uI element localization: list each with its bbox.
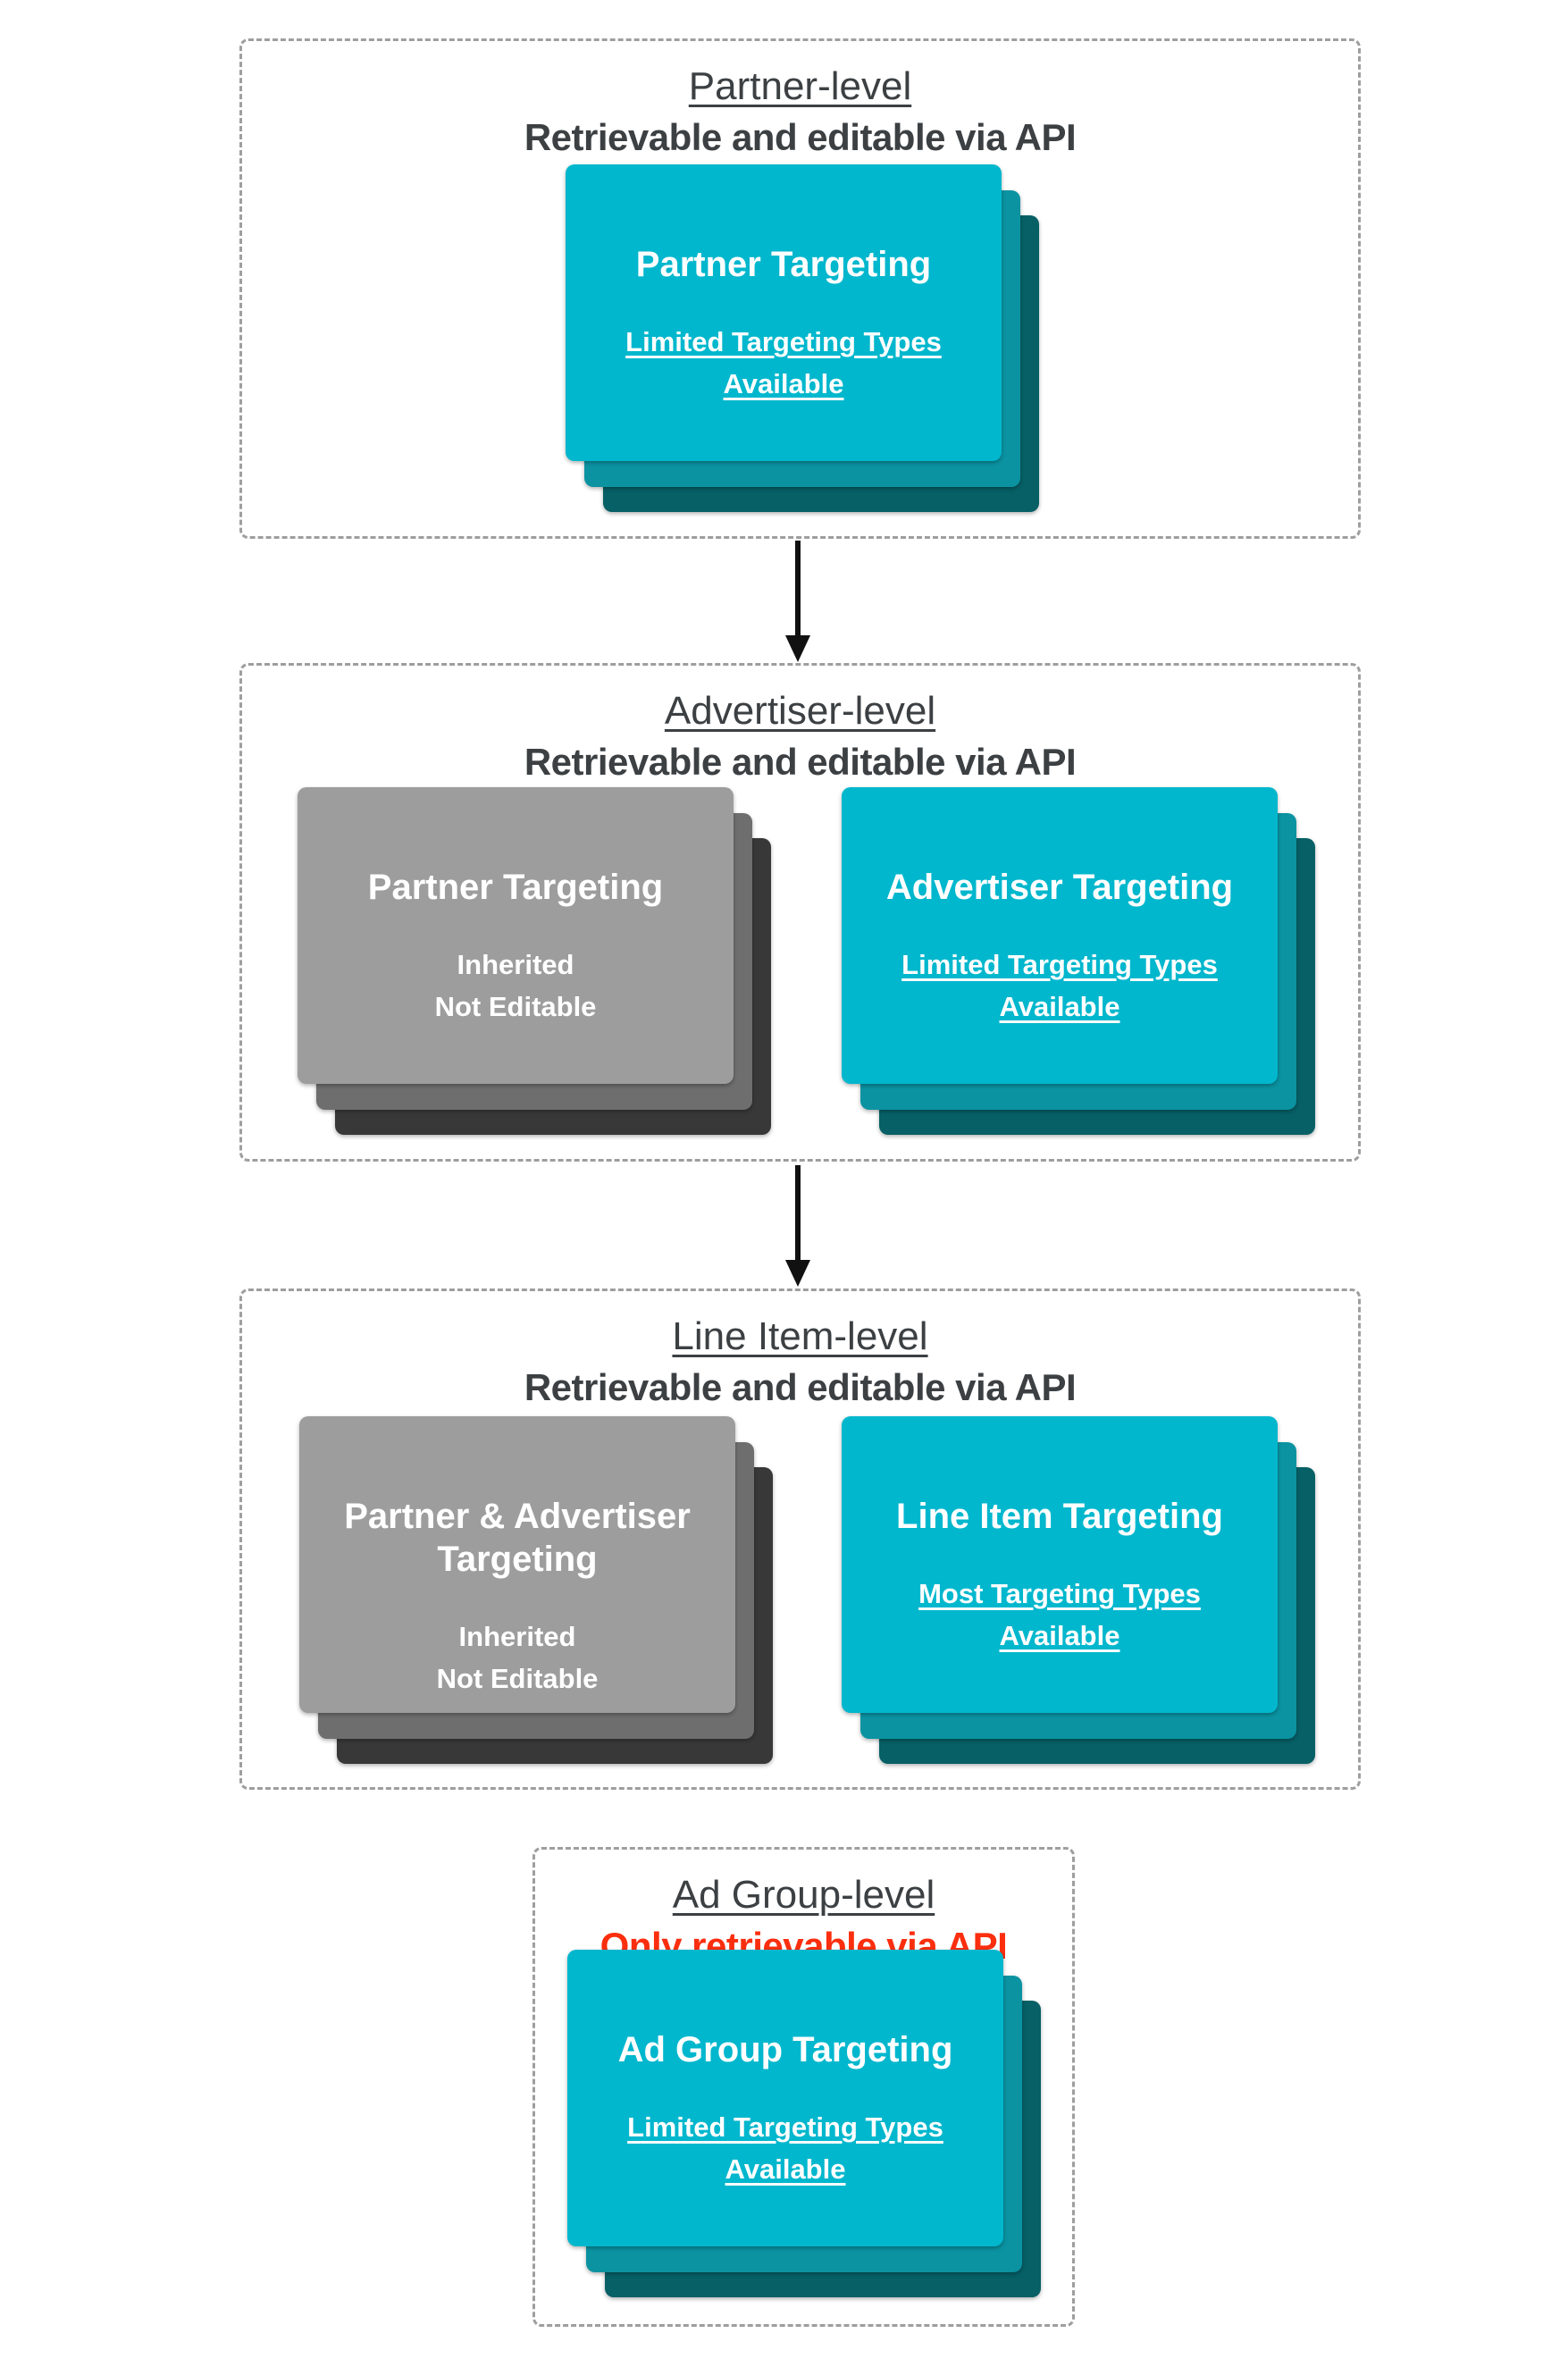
section-title: Line Item-level — [672, 1314, 928, 1358]
partner-level-section: Partner-level Retrievable and editable v… — [239, 38, 1361, 539]
arrow-head — [785, 1260, 810, 1287]
arrow-shaft — [795, 1165, 801, 1260]
card-subtitle-line2: Not Editable — [436, 1662, 599, 1694]
card-title: Line Item Targeting — [896, 1497, 1223, 1536]
card-subtitle-line1: Inherited — [457, 949, 574, 980]
card-subtitle: Inherited Not Editable — [437, 1616, 599, 1700]
card-title: Partner Targeting — [635, 245, 932, 284]
line-item-level-section: Line Item-level Retrievable and editable… — [239, 1288, 1361, 1790]
card-subtitle: Limited Targeting Types Available — [625, 326, 942, 399]
section-title: Advertiser-level — [664, 689, 936, 733]
card-title: Partner Targeting — [367, 868, 664, 907]
arrow-shaft — [795, 541, 801, 635]
partner-targeting-inherited-card: Partner Targeting Inherited Not Editable — [298, 787, 734, 1084]
advertiser-targeting-card-stack: Advertiser Targeting Limited Targeting T… — [842, 787, 1315, 1135]
card-title: Advertiser Targeting — [885, 868, 1234, 907]
card-title: Ad Group Targeting — [617, 2030, 953, 2069]
partner-advertiser-targeting-inherited-card: Partner & Advertiser Targeting Inherited… — [299, 1416, 735, 1713]
card-title: Partner & Advertiser Targeting — [344, 1497, 691, 1579]
card-subtitle: Most Targeting Types Available — [918, 1578, 1201, 1651]
section-subtitle: Retrievable and editable via API — [524, 115, 1077, 158]
inherited-partner-targeting-card-stack: Partner Targeting Inherited Not Editable — [298, 787, 771, 1135]
section-title: Partner-level — [688, 64, 912, 108]
card-subtitle: Limited Targeting Types Available — [627, 2111, 943, 2185]
line-item-targeting-card-stack: Line Item Targeting Most Targeting Types… — [842, 1416, 1315, 1764]
ad-group-targeting-card: Ad Group Targeting Limited Targeting Typ… — [567, 1950, 1003, 2246]
advertiser-targeting-card: Advertiser Targeting Limited Targeting T… — [842, 787, 1278, 1084]
arrow-head — [785, 635, 810, 662]
section-subtitle: Retrievable and editable via API — [524, 1365, 1077, 1408]
down-arrow-icon — [784, 541, 811, 662]
partner-targeting-card: Partner Targeting Limited Targeting Type… — [566, 164, 1002, 461]
ad-group-level-section: Ad Group-level Only retrievable via API … — [532, 1847, 1075, 2327]
down-arrow-icon — [784, 1165, 811, 1287]
advertiser-level-section: Advertiser-level Retrievable and editabl… — [239, 663, 1361, 1162]
ad-group-targeting-card-stack: Ad Group Targeting Limited Targeting Typ… — [567, 1950, 1041, 2297]
card-subtitle-line2: Not Editable — [434, 990, 597, 1022]
section-subtitle: Retrievable and editable via API — [524, 740, 1077, 783]
line-item-targeting-card: Line Item Targeting Most Targeting Types… — [842, 1416, 1278, 1713]
partner-targeting-card-stack: Partner Targeting Limited Targeting Type… — [566, 164, 1039, 512]
card-subtitle-line1: Inherited — [458, 1621, 576, 1652]
inherited-partner-advertiser-card-stack: Partner & Advertiser Targeting Inherited… — [299, 1416, 773, 1764]
section-title: Ad Group-level — [672, 1873, 935, 1917]
card-subtitle: Limited Targeting Types Available — [901, 949, 1218, 1022]
card-subtitle: Inherited Not Editable — [435, 944, 597, 1028]
